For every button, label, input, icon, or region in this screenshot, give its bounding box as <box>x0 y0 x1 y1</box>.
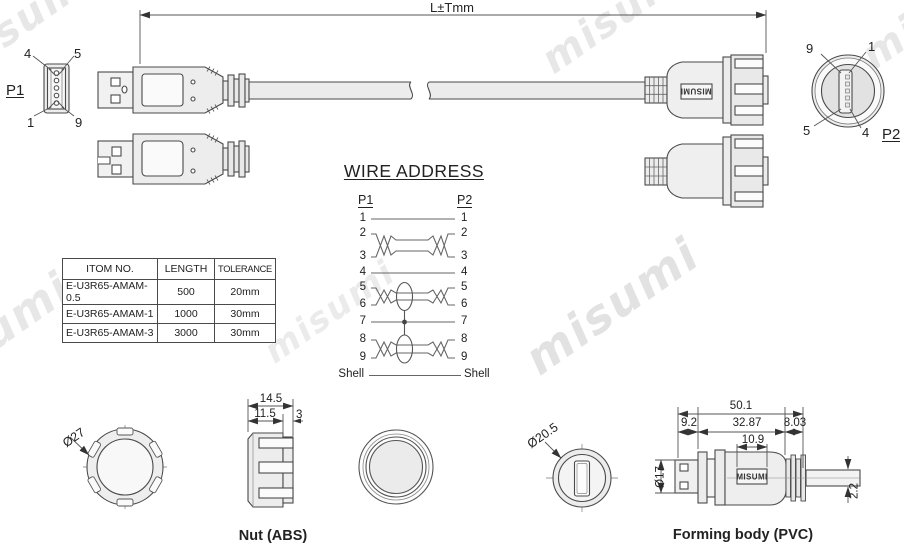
p1-pinout-drawing <box>32 55 75 117</box>
nut-front-view <box>69 425 167 509</box>
wa-pin-left: 1 <box>359 212 366 224</box>
forming-body-side-view <box>655 407 861 506</box>
wire-address-title: WIRE ADDRESS <box>343 161 485 181</box>
wire-address-schematic <box>369 218 461 377</box>
wa-shell-right: Shell <box>464 368 490 380</box>
nut-side-view <box>247 399 303 508</box>
forming-body-front-view <box>544 441 618 512</box>
usb-plug-top-view <box>97 66 250 114</box>
wa-pin-left: 3 <box>359 250 366 262</box>
nut-width-total-label: 14.5 <box>259 393 283 405</box>
spec-table-row: E-U3R65-AMAM-3 3000 30mm <box>62 323 276 343</box>
overall-length-label: L±Tmm <box>430 0 474 15</box>
waterproof-connector-side-view <box>644 134 769 208</box>
fb-length-thread-label: 8.03 <box>783 417 807 429</box>
wa-pin-left: 9 <box>359 351 366 363</box>
p2-pin-9-label: 9 <box>806 41 814 56</box>
fb-length-plug-label: 9.2 <box>681 417 697 429</box>
wa-shell-left: Shell <box>338 368 364 380</box>
waterproof-connector-top-view <box>644 54 769 126</box>
length-cell: 500 <box>157 279 215 305</box>
nut-width-body-label: 11.5 <box>254 408 276 420</box>
p2-label: P2 <box>882 126 901 143</box>
tolerance-cell: 20mm <box>214 279 276 305</box>
p2-pinout-drawing <box>811 51 885 129</box>
item-no-cell: E-U3R65-AMAM-3 <box>62 323 158 343</box>
p1-pin-9-label: 9 <box>75 115 83 130</box>
wire-address-p2-header: P2 <box>457 193 473 208</box>
fb-plug-diameter-label: Ø17 <box>654 466 667 488</box>
wa-pin-right: 7 <box>461 315 468 327</box>
p1-label: P1 <box>6 82 25 99</box>
spec-table-row: E-U3R65-AMAM-1 1000 30mm <box>62 304 276 324</box>
overall-length-dimension <box>139 10 767 64</box>
p1-pin-4-label: 4 <box>24 46 32 61</box>
p1-pin-1-label: 1 <box>27 115 35 130</box>
nut-width-flange-label: 3 <box>296 409 303 421</box>
p2-pin-5-label: 5 <box>803 123 811 138</box>
wire-address-p1-header: P1 <box>358 193 374 208</box>
wa-pin-left: 6 <box>359 298 366 310</box>
wa-pin-right: 1 <box>461 212 468 224</box>
col-header-tolerance: TOLERANCE <box>214 258 276 280</box>
wa-pin-left: 7 <box>359 315 366 327</box>
wa-pin-left: 4 <box>359 266 366 278</box>
col-header-length: LENGTH <box>157 258 215 280</box>
nut-rear-view <box>358 429 434 505</box>
spec-table: ITOM NO. LENGTH TOLERANCE E-U3R65-AMAM-0… <box>62 258 276 343</box>
tolerance-cell: 30mm <box>214 304 276 324</box>
wa-pin-left: 2 <box>359 227 366 239</box>
wa-pin-right: 2 <box>461 227 468 239</box>
item-no-cell: E-U3R65-AMAM-0.5 <box>62 279 158 305</box>
item-no-cell: E-U3R65-AMAM-1 <box>62 304 158 324</box>
wa-pin-right: 8 <box>461 333 468 345</box>
connector-brand-text: MISUMI <box>680 86 712 96</box>
fb-length-body-label: 32.87 <box>732 417 762 429</box>
wa-pin-left: 8 <box>359 333 366 345</box>
col-header-item-no: ITOM NO. <box>62 258 158 280</box>
fb-cable-diameter-label: 2.2 <box>848 483 861 499</box>
length-cell: 3000 <box>157 323 215 343</box>
p2-pin-4-label: 4 <box>862 125 870 140</box>
wa-pin-right: 9 <box>461 351 468 363</box>
p1-pin-5-label: 5 <box>74 46 82 61</box>
wa-pin-left: 5 <box>359 281 366 293</box>
length-cell: 1000 <box>157 304 215 324</box>
wa-pin-right: 6 <box>461 298 468 310</box>
cable-run <box>248 81 646 100</box>
wa-pin-right: 3 <box>461 250 468 262</box>
forming-body-caption: Forming body (PVC) <box>672 527 814 543</box>
fb-length-total-label: 50.1 <box>729 400 753 412</box>
p2-pin-1-label: 1 <box>868 39 876 54</box>
wa-pin-right: 5 <box>461 281 468 293</box>
fb-label-width-label: 10.9 <box>741 434 765 446</box>
nut-caption: Nut (ABS) <box>238 528 308 544</box>
tolerance-cell: 30mm <box>214 323 276 343</box>
wa-pin-right: 4 <box>461 266 468 278</box>
spec-table-row: E-U3R65-AMAM-0.5 500 20mm <box>62 279 276 305</box>
forming-body-brand-text: MISUMI <box>736 472 768 482</box>
usb-plug-side-view <box>97 133 250 185</box>
spec-table-header-row: ITOM NO. LENGTH TOLERANCE <box>62 258 276 280</box>
